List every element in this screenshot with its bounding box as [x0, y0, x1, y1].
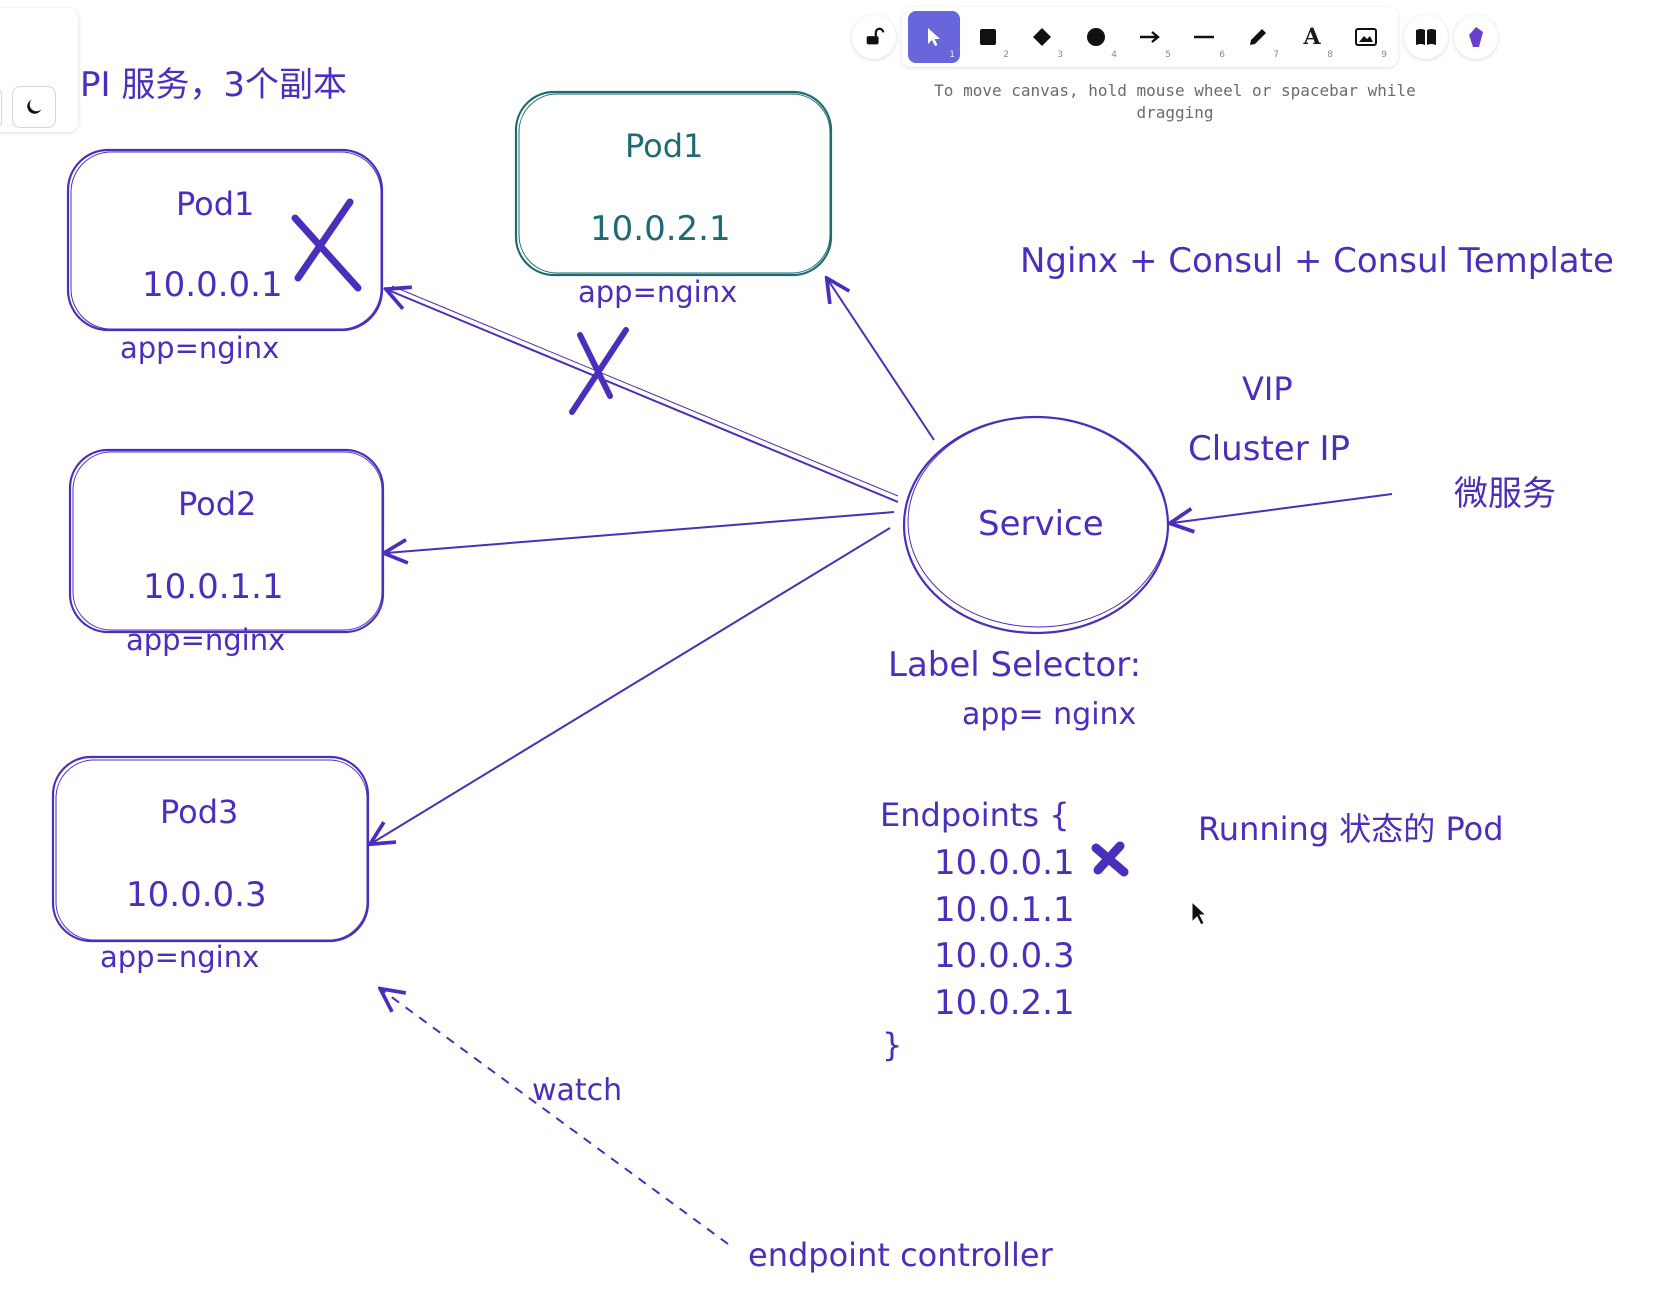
- pod2-name: Pod2: [178, 485, 256, 523]
- text-icon: A: [1303, 24, 1321, 50]
- pod2-box[interactable]: Pod2 10.0.1.1: [68, 448, 385, 634]
- ellipse-icon: [1087, 28, 1105, 46]
- service-circle[interactable]: Service: [902, 415, 1170, 635]
- unlock-icon: [866, 27, 885, 45]
- pointer-icon: [928, 28, 940, 46]
- label-selector-text[interactable]: Label Selector:: [888, 645, 1141, 685]
- tool-selection[interactable]: 1: [908, 11, 960, 63]
- arrow-service-to-pod3[interactable]: [372, 527, 891, 843]
- tool-line[interactable]: 6: [1178, 11, 1230, 63]
- heading-text[interactable]: PI 服务，3个副本: [80, 65, 347, 105]
- pod3-ip: 10.0.0.3: [126, 875, 267, 915]
- canvas-hint: To move canvas, hold mouse wheel or spac…: [934, 81, 1416, 122]
- diamond-icon: [1033, 28, 1051, 46]
- tool-key: 7: [1273, 50, 1279, 60]
- stack-text[interactable]: Nginx + Consul + Consul Template: [1020, 241, 1614, 281]
- mouse-cursor-icon: [1191, 900, 1208, 926]
- endpoints-block[interactable]: Endpoints { 10.0.0.1 10.0.1.1 10.0.0.3 1…: [880, 796, 1075, 1064]
- left-panel: [0, 8, 78, 132]
- service-text: Service: [978, 504, 1104, 544]
- tool-key: 2: [1003, 50, 1009, 60]
- tool-key: 4: [1111, 50, 1117, 60]
- pod1-new-name: Pod1: [625, 127, 703, 165]
- controller-text[interactable]: endpoint controller: [748, 1236, 1054, 1274]
- arrow-service-to-pod2[interactable]: [386, 511, 895, 553]
- tool-key: 3: [1057, 50, 1063, 60]
- tool-arrow[interactable]: 5: [1124, 11, 1176, 63]
- pod1-new-label: app=nginx: [578, 275, 737, 309]
- arrow-cross-mark: [569, 327, 629, 415]
- tool-key: 6: [1219, 50, 1225, 60]
- endpoint-ip: 10.0.2.1: [934, 983, 1075, 1023]
- microservice-text[interactable]: 微服务: [1454, 474, 1556, 514]
- pod3-name: Pod3: [160, 793, 238, 831]
- endpoint-cross-mark: [1091, 841, 1129, 877]
- pod1-name: Pod1: [176, 185, 254, 223]
- pod1-label: app=nginx: [120, 331, 279, 365]
- theme-toggle-button[interactable]: [12, 86, 56, 128]
- watch-arrow[interactable]: [382, 990, 729, 1245]
- arrow-right-icon: [1140, 31, 1160, 43]
- line-icon: [1194, 35, 1214, 39]
- endpoints-close: }: [882, 1026, 902, 1064]
- endpoints-open: Endpoints {: [880, 796, 1070, 834]
- arrow-microservice-to-service[interactable]: [1172, 493, 1393, 523]
- running-note-text[interactable]: Running 状态的 Pod: [1198, 810, 1504, 848]
- tool-rectangle[interactable]: 2: [962, 11, 1014, 63]
- tool-ellipse[interactable]: 4: [1070, 11, 1122, 63]
- tool-diamond[interactable]: 3: [1016, 11, 1068, 63]
- endpoint-ip: 10.0.1.1: [934, 890, 1075, 930]
- pod2-label: app=nginx: [126, 623, 285, 657]
- tool-key: 9: [1381, 50, 1387, 60]
- pod3-label: app=nginx: [100, 940, 259, 974]
- endpoint-ip: 10.0.0.3: [934, 936, 1075, 976]
- tool-image[interactable]: 9: [1340, 11, 1392, 63]
- tool-key: 8: [1327, 50, 1333, 60]
- shape-tools: 1 2 3 4 5 6 7 A 8: [902, 7, 1398, 67]
- pod1-new-ip: 10.0.2.1: [590, 209, 731, 249]
- arrow-service-to-pod1[interactable]: [388, 290, 899, 503]
- tool-key: 5: [1165, 50, 1171, 60]
- lock-button[interactable]: [852, 15, 896, 59]
- tool-key: 1: [949, 50, 955, 60]
- pod3-box[interactable]: Pod3 10.0.0.3: [51, 755, 370, 943]
- tool-draw[interactable]: 7: [1232, 11, 1284, 63]
- toolbar: 1 2 3 4 5 6 7 A 8: [852, 6, 1498, 68]
- rectangle-icon: [980, 29, 996, 45]
- pod1-new-box[interactable]: Pod1 10.0.2.1: [514, 90, 833, 277]
- library-button[interactable]: [1404, 15, 1448, 59]
- pod1-ip: 10.0.0.1: [142, 265, 283, 305]
- extension-button[interactable]: [1454, 15, 1498, 59]
- selector-value-text[interactable]: app= nginx: [962, 697, 1136, 732]
- tool-text[interactable]: A 8: [1286, 11, 1338, 63]
- pod1-box[interactable]: Pod1 10.0.0.1: [66, 148, 384, 332]
- pod2-ip: 10.0.1.1: [143, 567, 284, 607]
- image-icon: [1355, 28, 1377, 46]
- endpoint-ip: 10.0.0.1: [934, 843, 1075, 883]
- gem-icon: [1469, 27, 1483, 47]
- pencil-icon: [1250, 29, 1266, 45]
- vip-text[interactable]: VIP: [1242, 370, 1293, 408]
- arrow-service-to-pod1-new[interactable]: [828, 280, 935, 441]
- pod1-cross-mark: [291, 198, 362, 292]
- panel-button-partial[interactable]: [0, 88, 2, 128]
- moon-icon: [27, 99, 42, 114]
- watch-text[interactable]: watch: [532, 1073, 622, 1108]
- book-icon: [1416, 29, 1436, 45]
- cluster-ip-text[interactable]: Cluster IP: [1188, 429, 1350, 469]
